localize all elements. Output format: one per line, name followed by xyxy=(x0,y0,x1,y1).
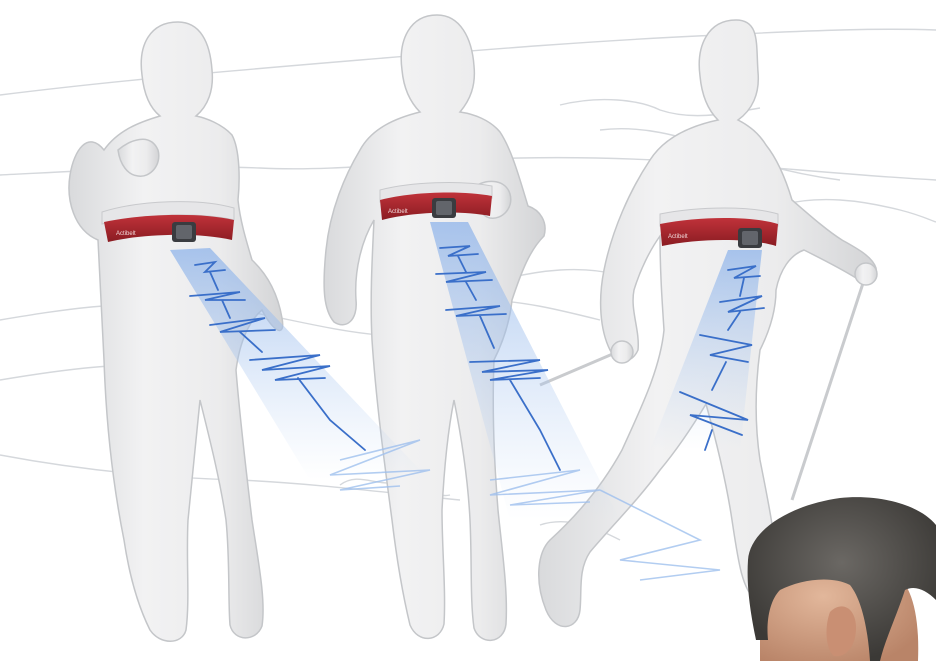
presenter-head xyxy=(748,497,936,661)
nordic-pole-front xyxy=(792,268,868,500)
runner-left-belt-logo: Actibelt xyxy=(116,231,136,237)
nordic-hand-back xyxy=(611,341,633,363)
walker-center-belt-logo: Actibelt xyxy=(388,209,408,215)
nordic-hand-front xyxy=(855,263,877,285)
nordic-walker-belt-logo: Actibelt xyxy=(668,234,688,240)
nordic-pole-back xyxy=(540,350,622,385)
